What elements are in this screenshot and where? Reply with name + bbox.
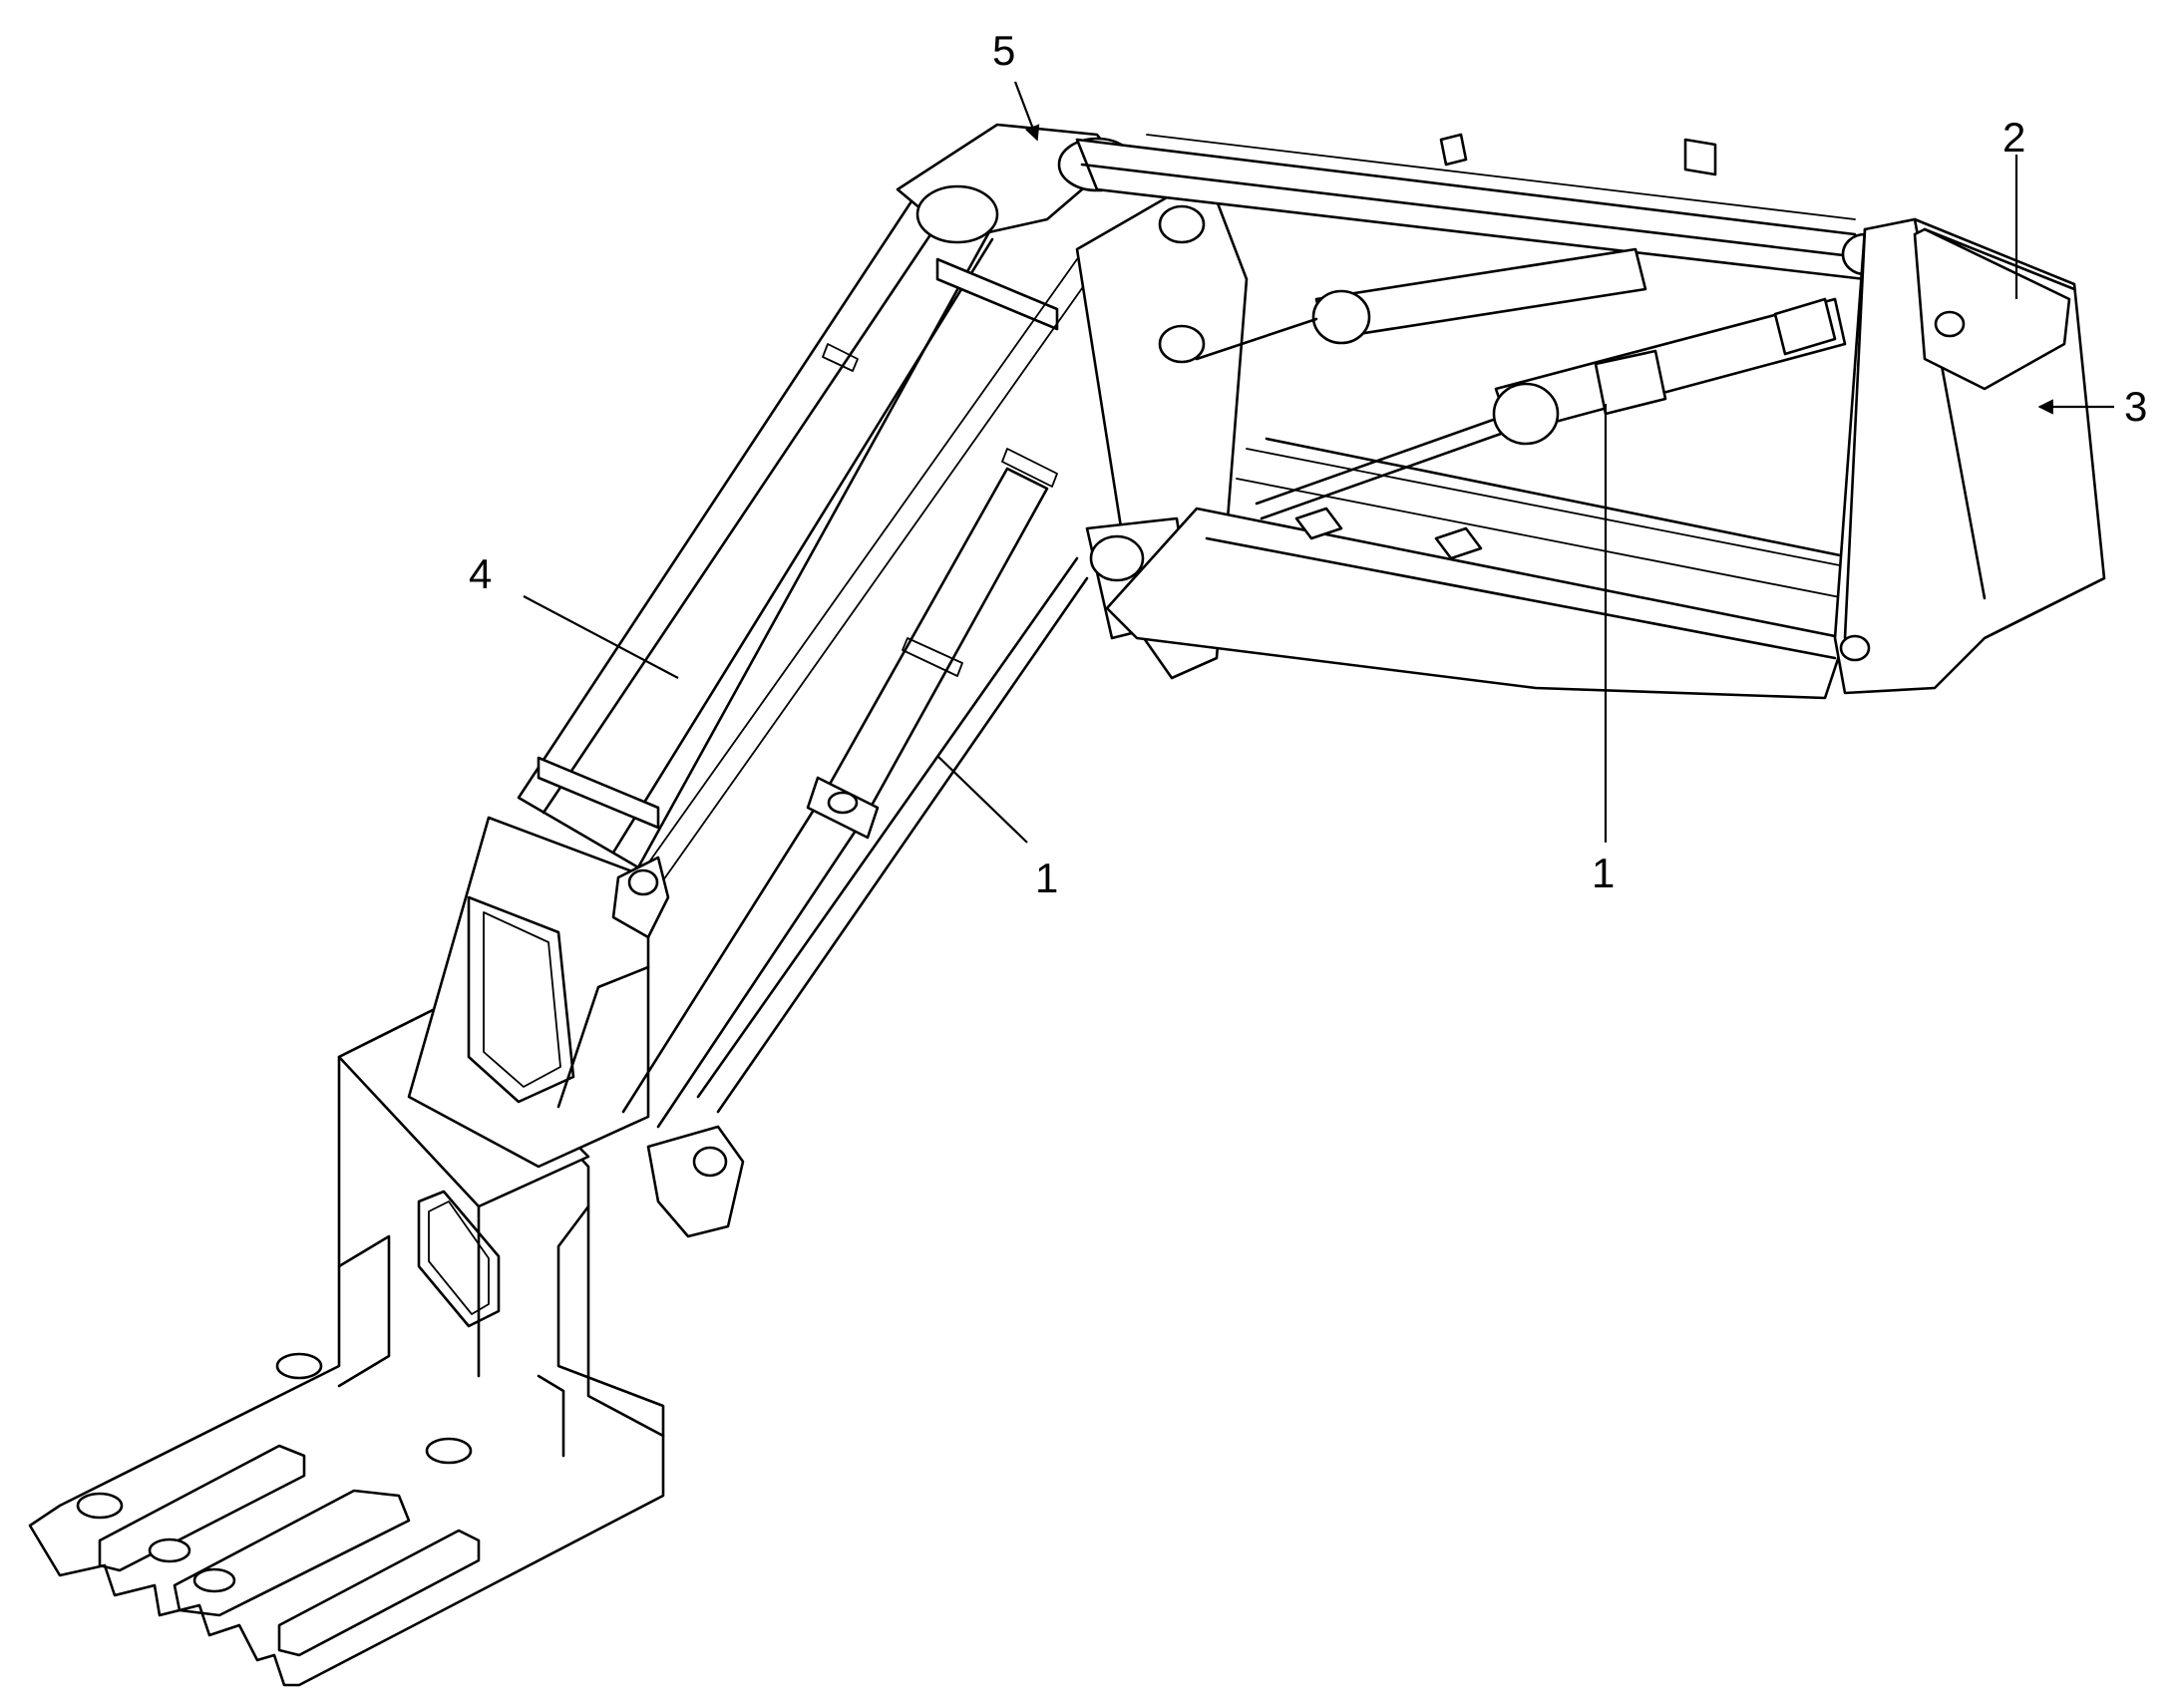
callout-5: 5: [992, 27, 1015, 74]
bucket: [1833, 217, 2106, 695]
callout-1-left-leader: [936, 755, 1028, 844]
lower-frame: [1105, 437, 1857, 700]
callout-4-leader: [523, 595, 679, 679]
callout-2: 2: [2002, 114, 2025, 161]
callout-4: 4: [469, 550, 492, 597]
callout-1-right: 1: [1592, 850, 1615, 896]
callout-1-left: 1: [1035, 854, 1058, 901]
main-boom-arm: [407, 168, 1093, 1238]
callouts: 5 2 3 4 1 1: [469, 27, 2147, 901]
callout-5-arrow: [1013, 81, 1040, 142]
rear-cylinder: [1195, 247, 1647, 361]
callout-3: 3: [2124, 383, 2147, 430]
